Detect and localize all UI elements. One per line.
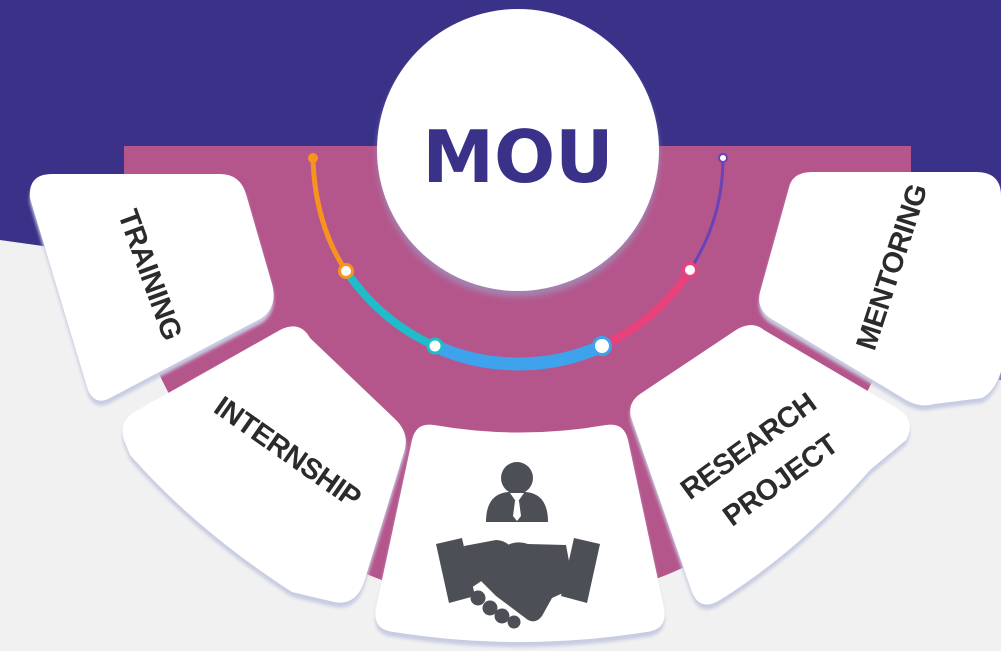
card-research-project[interactable]: RESEARCH PROJECT (630, 325, 910, 605)
arc-node-2 (426, 337, 444, 355)
arc-orange-segment (310, 155, 349, 274)
arc-start-dot (308, 153, 318, 163)
card-center-icon (375, 424, 665, 642)
finger-2 (482, 600, 498, 616)
arc-node-4 (682, 262, 698, 278)
arc-node-1 (338, 263, 354, 279)
finger-3 (494, 608, 510, 624)
finger-1 (470, 590, 486, 606)
progress-arc (308, 153, 728, 371)
handshake-person-icon (436, 462, 600, 629)
center-title: MOU (422, 115, 613, 199)
arc-teal-segment (342, 267, 439, 350)
card-mentoring[interactable]: MENTORING (759, 172, 1001, 406)
person-collar (510, 493, 524, 503)
card-internship[interactable]: INTERNSHIP (122, 326, 406, 603)
arc-purple-segment (688, 156, 725, 272)
arc-node-3 (592, 336, 612, 356)
center-circle: MOU (377, 9, 659, 291)
person-tie (513, 501, 521, 521)
arc-blue-segment (428, 339, 609, 371)
card-training[interactable]: TRAINING (29, 174, 274, 401)
left-hand (464, 540, 530, 590)
finger-4 (507, 615, 521, 629)
arc-pink-segment (598, 266, 694, 350)
arc-end-dot (718, 153, 728, 163)
person-head (501, 462, 533, 494)
